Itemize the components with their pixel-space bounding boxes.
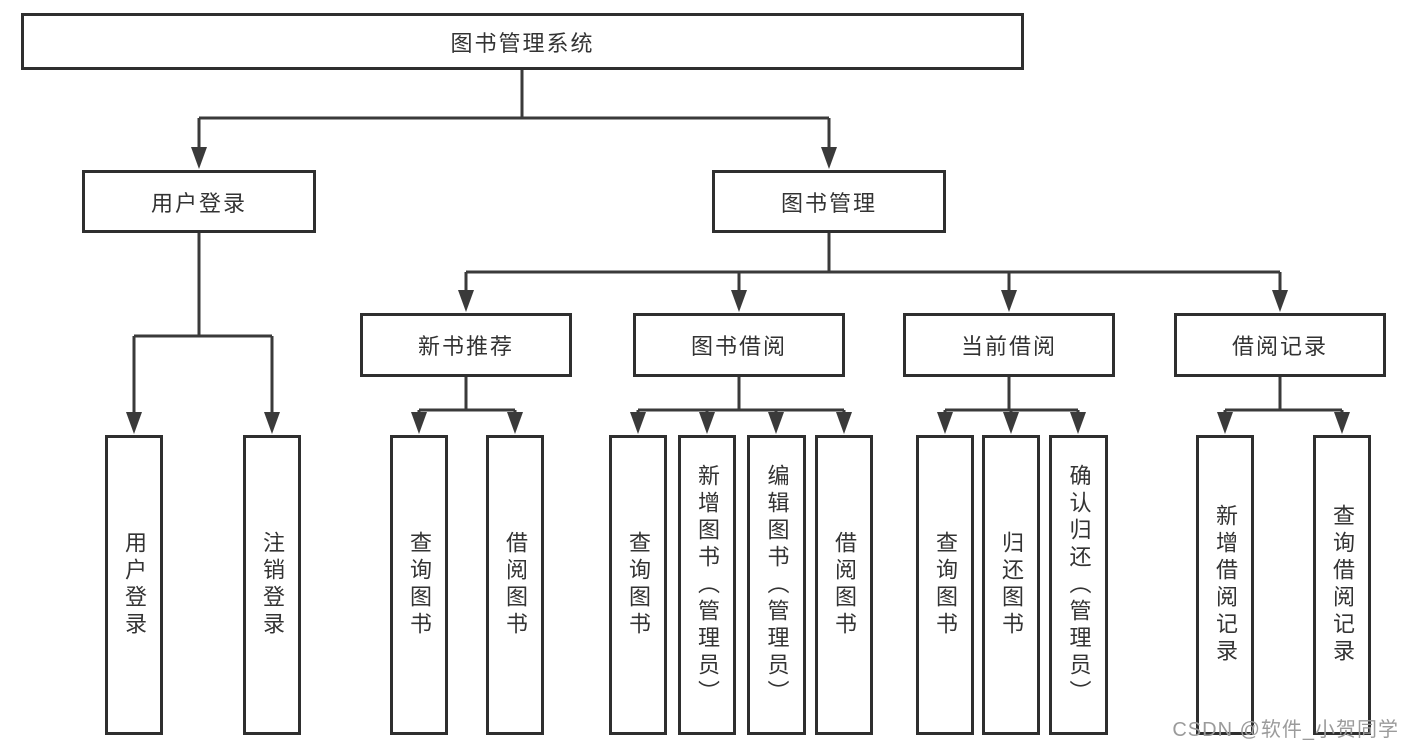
arrow-icon: [731, 290, 747, 312]
arrow-icon: [937, 412, 953, 434]
arrow-icon: [507, 412, 523, 434]
leaf-newbooks-borrow-book: 借阅图书: [486, 435, 544, 735]
node-book-borrow: 图书借阅: [633, 313, 845, 377]
arrowheads: [126, 147, 1350, 434]
node-library-system: 图书管理系统: [21, 13, 1024, 70]
node-current-borrow: 当前借阅: [903, 313, 1115, 377]
leaf-current-query-book: 查询图书: [916, 435, 974, 735]
arrow-icon: [1070, 412, 1086, 434]
arrow-icon: [191, 147, 207, 169]
arrow-icon: [264, 412, 280, 434]
connector-bookborrow-to-leaves: [636, 377, 846, 418]
node-user-login: 用户登录: [82, 170, 316, 233]
csdn-watermark: CSDN @软件_小贺同学: [1172, 719, 1399, 741]
arrow-icon: [1272, 290, 1288, 312]
arrow-icon: [458, 290, 474, 312]
connector-currentborrow-to-leaves: [943, 377, 1080, 418]
leaf-return-book: 归还图书: [982, 435, 1040, 735]
leaf-confirm-return-admin: 确认归还（管理员）: [1049, 435, 1108, 735]
connector-newbooks-to-leaves: [417, 377, 517, 418]
arrow-icon: [1217, 412, 1233, 434]
leaf-logout: 注销登录: [243, 435, 301, 735]
connector-management-to-level3: [464, 233, 1282, 294]
leaf-newbooks-query-book: 查询图书: [390, 435, 448, 735]
leaf-borrow-query-book: 查询图书: [609, 435, 667, 735]
arrow-icon: [411, 412, 427, 434]
arrow-icon: [630, 412, 646, 434]
node-borrow-records: 借阅记录: [1174, 313, 1386, 377]
leaf-query-borrow-record: 查询借阅记录: [1313, 435, 1371, 735]
arrow-icon: [699, 412, 715, 434]
arrow-icon: [821, 147, 837, 169]
arrow-icon: [768, 412, 784, 434]
leaf-user-login: 用户登录: [105, 435, 163, 735]
arrow-icon: [1003, 412, 1019, 434]
connector-records-to-leaves: [1223, 377, 1344, 418]
arrow-icon: [836, 412, 852, 434]
connector-root-to-level2: [197, 70, 831, 150]
node-new-book-recommend: 新书推荐: [360, 313, 572, 377]
connector-login-to-leaves: [132, 233, 274, 416]
arrow-icon: [1334, 412, 1350, 434]
leaf-edit-book-admin: 编辑图书（管理员）: [747, 435, 806, 735]
arrow-icon: [126, 412, 142, 434]
leaf-borrow-book: 借阅图书: [815, 435, 873, 735]
leaf-add-borrow-record: 新增借阅记录: [1196, 435, 1254, 735]
arrow-icon: [1001, 290, 1017, 312]
node-book-management: 图书管理: [712, 170, 946, 233]
leaf-add-book-admin: 新增图书（管理员）: [678, 435, 736, 735]
